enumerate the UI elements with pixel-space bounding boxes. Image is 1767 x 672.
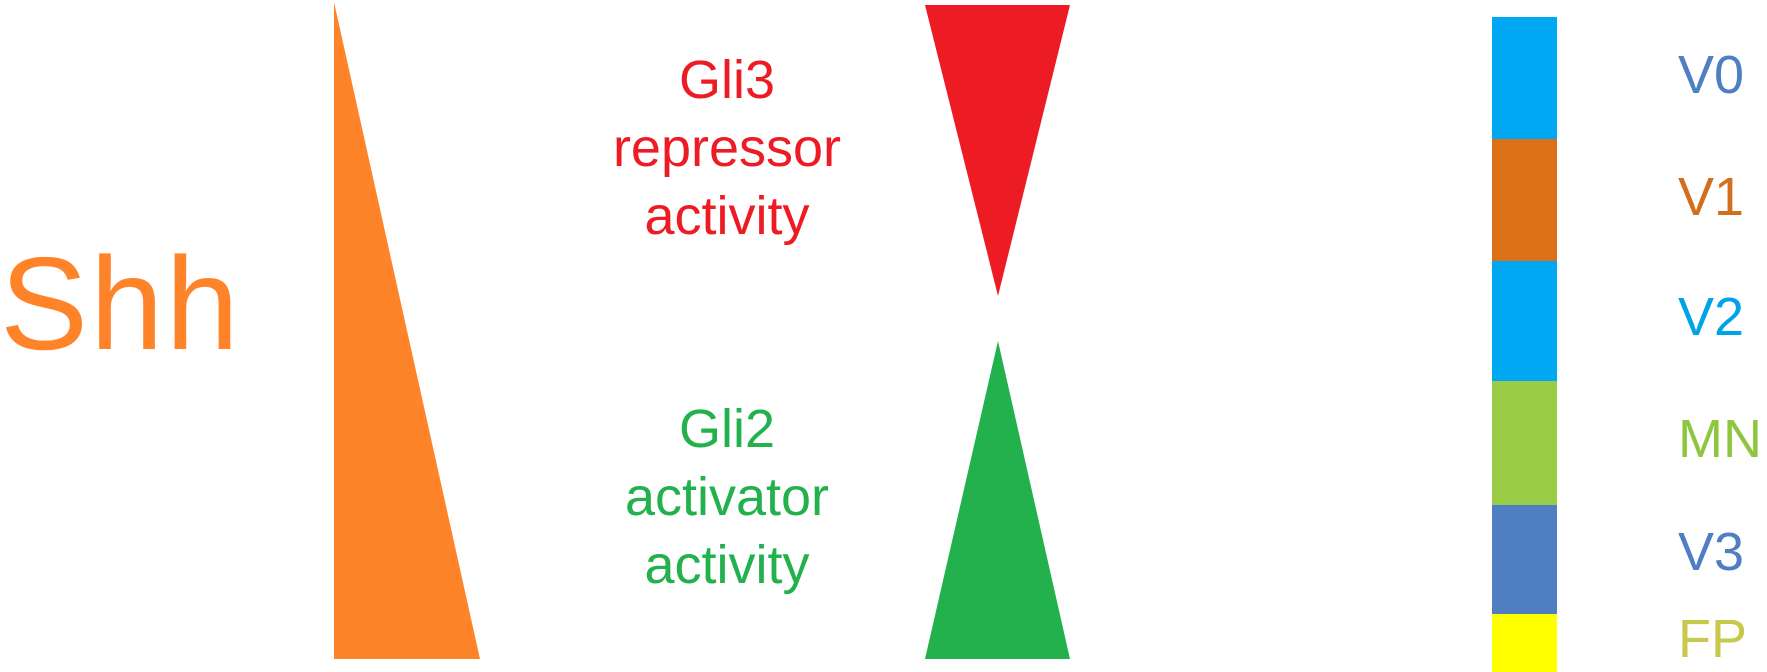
gli3-repressor-line: repressor	[612, 118, 842, 178]
domain-label-v2: V2	[1678, 287, 1745, 347]
domain-label-mn: MN	[1678, 409, 1762, 469]
domain-bar-mn	[1492, 381, 1557, 505]
gli3-repressor-line: activity	[644, 186, 810, 246]
gli2-activator-label: Gli2 activator activity	[567, 395, 887, 599]
gli2-activator-line: activator	[624, 467, 830, 527]
domain-bar-v2	[1492, 261, 1557, 381]
gli3-repressor-label: Gli3 repressor activity	[567, 46, 887, 250]
gli3-repressor-wedge	[925, 5, 1070, 296]
domain-bar-v3	[1492, 505, 1557, 614]
domain-column	[1492, 17, 1557, 672]
domain-label-v0: V0	[1678, 45, 1745, 105]
gli2-activator-line: activity	[644, 535, 810, 595]
domain-label-v3: V3	[1678, 522, 1745, 582]
gli2-activator-wedge	[925, 341, 1070, 659]
domain-bar-v0	[1492, 17, 1557, 139]
domain-bar-v1	[1492, 139, 1557, 261]
shh-label: Shh	[0, 230, 241, 377]
domain-label-v1: V1	[1678, 167, 1745, 227]
domain-label-fp: FP	[1678, 609, 1748, 669]
domain-bar-fp	[1492, 614, 1557, 672]
gli3-repressor-line: Gli3	[678, 50, 776, 110]
gli2-activator-line: Gli2	[678, 399, 776, 459]
shh-gradient-wedge	[334, 2, 480, 659]
